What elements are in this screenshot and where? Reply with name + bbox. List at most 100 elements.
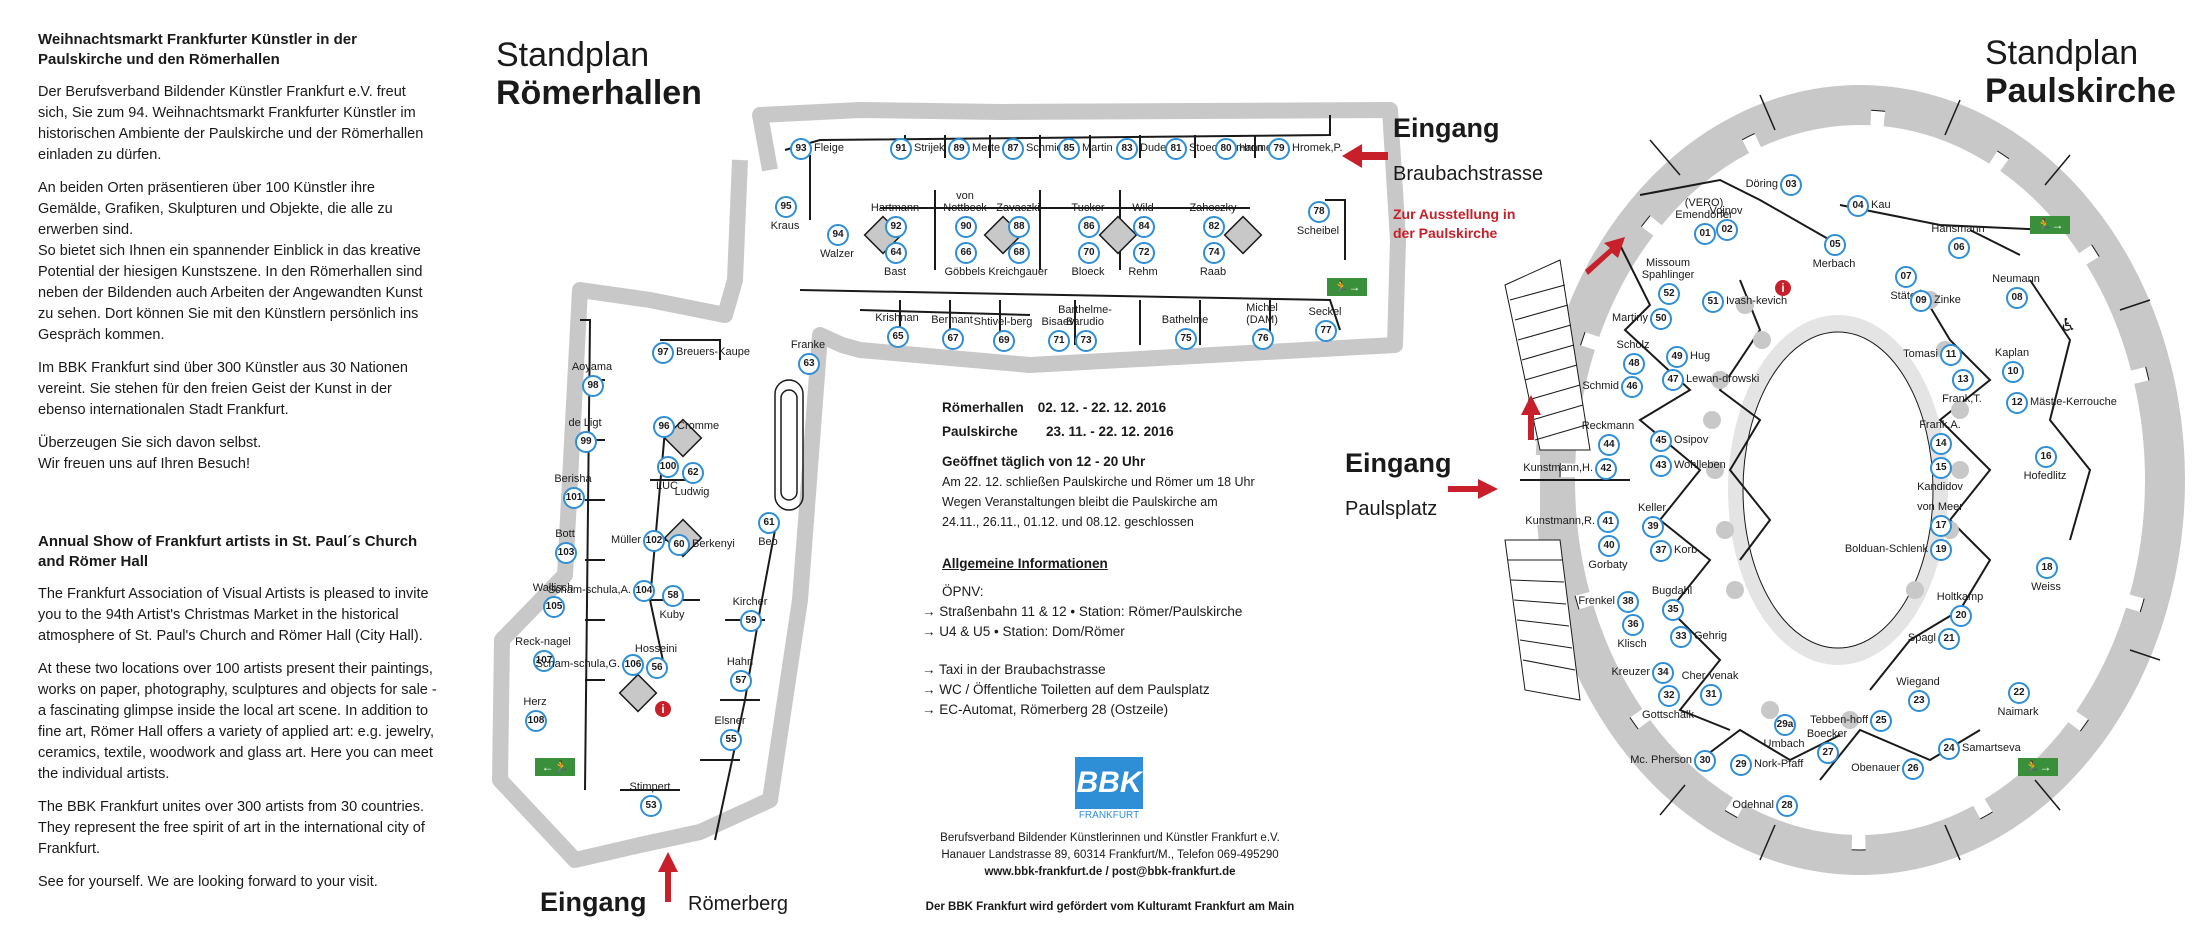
stand-artist-name: Herz bbox=[523, 696, 547, 708]
paul-inner-lines bbox=[1520, 178, 2092, 781]
stand-artist-name: Hug bbox=[1690, 350, 1711, 362]
stand-artist-name: Raab bbox=[1199, 266, 1227, 278]
stand-marker: 81Stoecker-mann bbox=[1165, 138, 1264, 160]
stand-artist-name: Ludwig bbox=[674, 486, 710, 498]
stand-marker: 01(VERO) Emendörfer bbox=[1675, 197, 1733, 245]
stand-artist-name: Martin bbox=[1082, 142, 1113, 154]
stand-number: 70 bbox=[1078, 242, 1100, 264]
stand-number: 20 bbox=[1950, 605, 1972, 627]
stand-artist-name: Bugdahl bbox=[1651, 585, 1693, 597]
stand-number: 75 bbox=[1175, 328, 1197, 350]
stand-number: 103 bbox=[555, 542, 577, 564]
stand-number: 40 bbox=[1598, 535, 1620, 557]
stand-artist-name: Kau bbox=[1871, 199, 1891, 211]
stand-artist-name: Korb bbox=[1674, 544, 1698, 556]
stand-artist-name: Michel (DAM) bbox=[1246, 302, 1278, 326]
stand-number: 37 bbox=[1650, 540, 1672, 562]
stand-artist-name: Zahoczky bbox=[1189, 202, 1237, 214]
stand-number: 18 bbox=[2036, 557, 2058, 579]
stand-number: 74 bbox=[1203, 242, 1225, 264]
exit-sign-icon: 🏃→ bbox=[2018, 758, 2058, 776]
stand-artist-name: Zinke bbox=[1934, 294, 1961, 306]
stand-number: 41 bbox=[1597, 511, 1619, 533]
stand-artist-name: von Nottbeck bbox=[943, 190, 987, 214]
stand-number: 19 bbox=[1930, 539, 1952, 561]
stand-artist-name: Rehm bbox=[1128, 266, 1158, 278]
roemer-title-line1: Standplan bbox=[496, 36, 650, 74]
stand-artist-name: Fleige bbox=[814, 142, 844, 154]
stand-number: 26 bbox=[1902, 758, 1924, 780]
footer-web: www.bbk-frankfurt.de / post@bbk-frankfur… bbox=[984, 866, 1236, 878]
stand-number: 55 bbox=[720, 729, 742, 751]
stand-number: 30 bbox=[1694, 750, 1716, 772]
stand-artist-name: Bast bbox=[883, 266, 906, 278]
paul-title-line1: Standplan bbox=[1985, 34, 2139, 72]
stand-number: 63 bbox=[798, 353, 820, 375]
stand-number: 88 bbox=[1008, 216, 1030, 238]
stand-artist-name: Kuby bbox=[659, 609, 685, 621]
stand-artist-name: Bott bbox=[555, 528, 575, 540]
stand-artist-name: Aoyama bbox=[571, 361, 613, 373]
stand-number: 42 bbox=[1595, 458, 1617, 480]
intro-en-p4: See for yourself. We are looking forward… bbox=[38, 874, 378, 890]
stand-number: 34 bbox=[1652, 662, 1674, 684]
stand-number: 57 bbox=[730, 670, 752, 692]
intro-de-heading: Weihnachtsmarkt Frankfurter Künstler in … bbox=[38, 31, 357, 68]
stand-artist-name: Missoum Spahlinger bbox=[1641, 257, 1695, 281]
stand-artist-name: von Meer bbox=[1917, 501, 1963, 513]
stand-number: 100 bbox=[657, 456, 679, 478]
roemer-title-line2: Römerhallen bbox=[496, 74, 702, 112]
stand-artist-name: Mc. Pherson bbox=[1630, 754, 1692, 766]
stand-number: 21 bbox=[1938, 628, 1960, 650]
bbk-logo-sub: FRANKFURT bbox=[1078, 810, 1140, 821]
stand-artist-name: Frank,A. bbox=[1919, 419, 1961, 431]
stand-artist-name: Tomasi bbox=[1903, 348, 1938, 360]
exit-sign-icon: 🏃→ bbox=[2030, 216, 2070, 234]
info-icon: i bbox=[655, 701, 671, 717]
stand-artist-name: Kunstmann,H. bbox=[1523, 462, 1593, 474]
stand-number: 38 bbox=[1617, 591, 1639, 613]
stand-number: 64 bbox=[885, 242, 907, 264]
stand-number: 82 bbox=[1203, 216, 1225, 238]
stand-marker: 103 Bott bbox=[555, 528, 577, 564]
stand-number: 23 bbox=[1908, 690, 1930, 712]
stand-artist-name: Reck-nagel bbox=[515, 636, 571, 648]
stand-number: 97 bbox=[652, 342, 674, 364]
